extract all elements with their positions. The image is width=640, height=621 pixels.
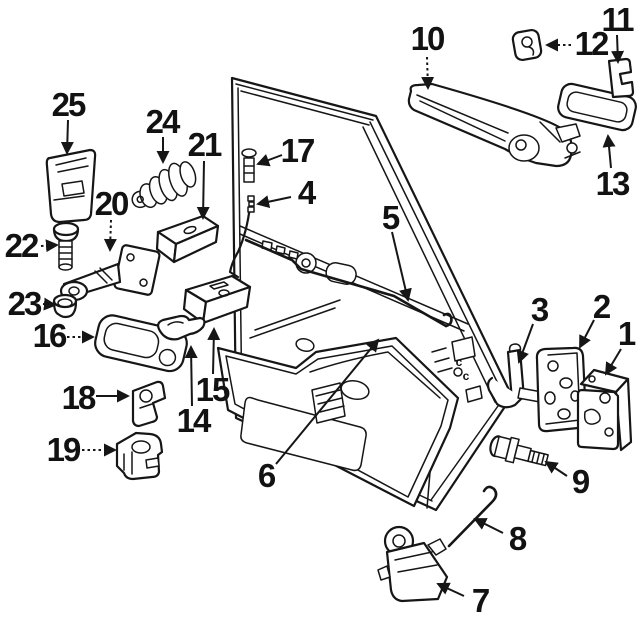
bracket-18-drawing	[131, 380, 167, 428]
callout-18: 18	[62, 379, 130, 416]
callout-1-arrow	[604, 348, 622, 376]
handle-bezel-16-drawing	[94, 314, 188, 373]
callout-15: 15	[196, 327, 232, 408]
handle-bracket-drawing	[607, 57, 635, 99]
callout-5-label[interactable]: 5	[382, 199, 402, 236]
lock-gasket-plate-drawing	[535, 346, 588, 433]
callout-6-label[interactable]: 6	[258, 457, 278, 494]
bracket-19-drawing	[115, 431, 164, 481]
door-latch-drawing	[486, 343, 543, 409]
callout-7-label[interactable]: 7	[472, 582, 491, 619]
callout-13-label[interactable]: 13	[596, 165, 632, 202]
callout-19-label[interactable]: 19	[47, 431, 83, 468]
callout-8-arrow	[473, 518, 504, 534]
callout-21-arrow	[196, 160, 210, 220]
callout-8-label[interactable]: 8	[509, 520, 529, 557]
callout-16-label[interactable]: 16	[33, 317, 69, 354]
callout-12-label[interactable]: 12	[575, 25, 611, 62]
callout-22-arrow	[40, 239, 59, 253]
callout-23: 23	[8, 285, 57, 322]
callout-20-arrow	[103, 219, 117, 252]
callout-20-label[interactable]: 20	[95, 185, 130, 222]
callout-24-label[interactable]: 24	[146, 103, 183, 140]
callout-19: 19	[47, 431, 117, 468]
callout-11: 11	[602, 1, 637, 64]
callout-17: 17	[256, 132, 316, 169]
callout-21-label[interactable]: 21	[188, 126, 224, 163]
callout-22: 22	[5, 227, 59, 264]
door-lock-drawing	[576, 368, 633, 452]
outside-handle-drawing	[407, 82, 581, 168]
callout-23-label[interactable]: 23	[8, 285, 44, 322]
callout-11-arrow	[611, 34, 625, 64]
door-trim-panel-drawing	[216, 336, 460, 508]
grommet-23-drawing	[52, 293, 78, 319]
pin-4-drawing	[247, 195, 255, 213]
bolt-22-drawing	[52, 221, 80, 271]
callout-8: 8	[473, 518, 529, 557]
callout-9: 9	[544, 460, 592, 500]
callout-11-label[interactable]: 11	[602, 1, 637, 38]
callout-24: 24	[146, 103, 183, 164]
callout-13: 13	[596, 134, 632, 202]
callout-3: 3	[516, 291, 551, 364]
callout-10-label[interactable]: 10	[411, 20, 446, 57]
callout-4: 4	[256, 174, 319, 211]
callout-2-arrow	[579, 319, 595, 349]
callout-10: 10	[411, 20, 446, 90]
wedge-21-drawing	[155, 214, 220, 264]
lock-actuator-drawing	[377, 525, 449, 603]
callout-23-arrow	[42, 297, 57, 311]
callout-18-label[interactable]: 18	[62, 379, 98, 416]
callout-25: 25	[52, 86, 88, 155]
callout-5: 5	[382, 199, 412, 302]
handle-clip-drawing	[511, 28, 543, 62]
callout-5-arrow	[391, 231, 412, 302]
callout-4-arrow	[256, 195, 292, 209]
callout-3-arrow	[516, 323, 534, 364]
callout-6: 6	[258, 338, 380, 494]
callout-21: 21	[188, 126, 224, 220]
bolt-17-drawing	[241, 148, 257, 183]
callout-1-label[interactable]: 1	[618, 315, 638, 352]
callout-7-arrow	[436, 582, 465, 597]
callout-2-label[interactable]: 2	[593, 288, 613, 325]
callout-12: 12	[545, 25, 611, 62]
callout-20: 20	[95, 185, 130, 252]
inside-handle-housing-15-drawing	[182, 274, 252, 325]
lock-bolt-drawing	[489, 435, 549, 467]
callout-25-arrow	[60, 119, 74, 155]
callout-15-label[interactable]: 15	[196, 371, 232, 408]
check-strap-drawing	[59, 244, 161, 302]
callout-3-label[interactable]: 3	[531, 291, 551, 328]
callout-1: 1	[604, 315, 638, 376]
callout-2: 2	[579, 288, 613, 349]
callout-17-arrow	[256, 154, 283, 167]
callout-25-label[interactable]: 25	[52, 86, 88, 123]
callout-16: 16	[33, 317, 95, 354]
callout-14-arrow	[184, 345, 198, 407]
callout-22-label[interactable]: 22	[5, 227, 41, 264]
boot-24-drawing	[131, 161, 197, 209]
hinge-bracket-25-drawing	[45, 148, 97, 224]
callout-15-arrow	[207, 327, 221, 375]
callout-13-arrow	[602, 134, 616, 169]
callout-6-arrow	[275, 338, 380, 465]
annotation-1: c	[456, 355, 463, 369]
callout-14-label[interactable]: 14	[177, 402, 214, 439]
callout-9-label[interactable]: 9	[572, 463, 592, 500]
inside-handle-lever-14-drawing	[156, 314, 206, 341]
annotation-2: c	[463, 369, 470, 383]
callout-14: 14	[177, 345, 214, 439]
callout-9-arrow	[544, 460, 568, 477]
lock-rod-drawing	[447, 485, 498, 548]
callout-4-label[interactable]: 4	[298, 174, 319, 211]
callout-layer: 1234567891011121314151617181920212223242…	[5, 1, 638, 619]
callout-7: 7	[436, 582, 491, 619]
callout-17-label[interactable]: 17	[281, 132, 316, 169]
